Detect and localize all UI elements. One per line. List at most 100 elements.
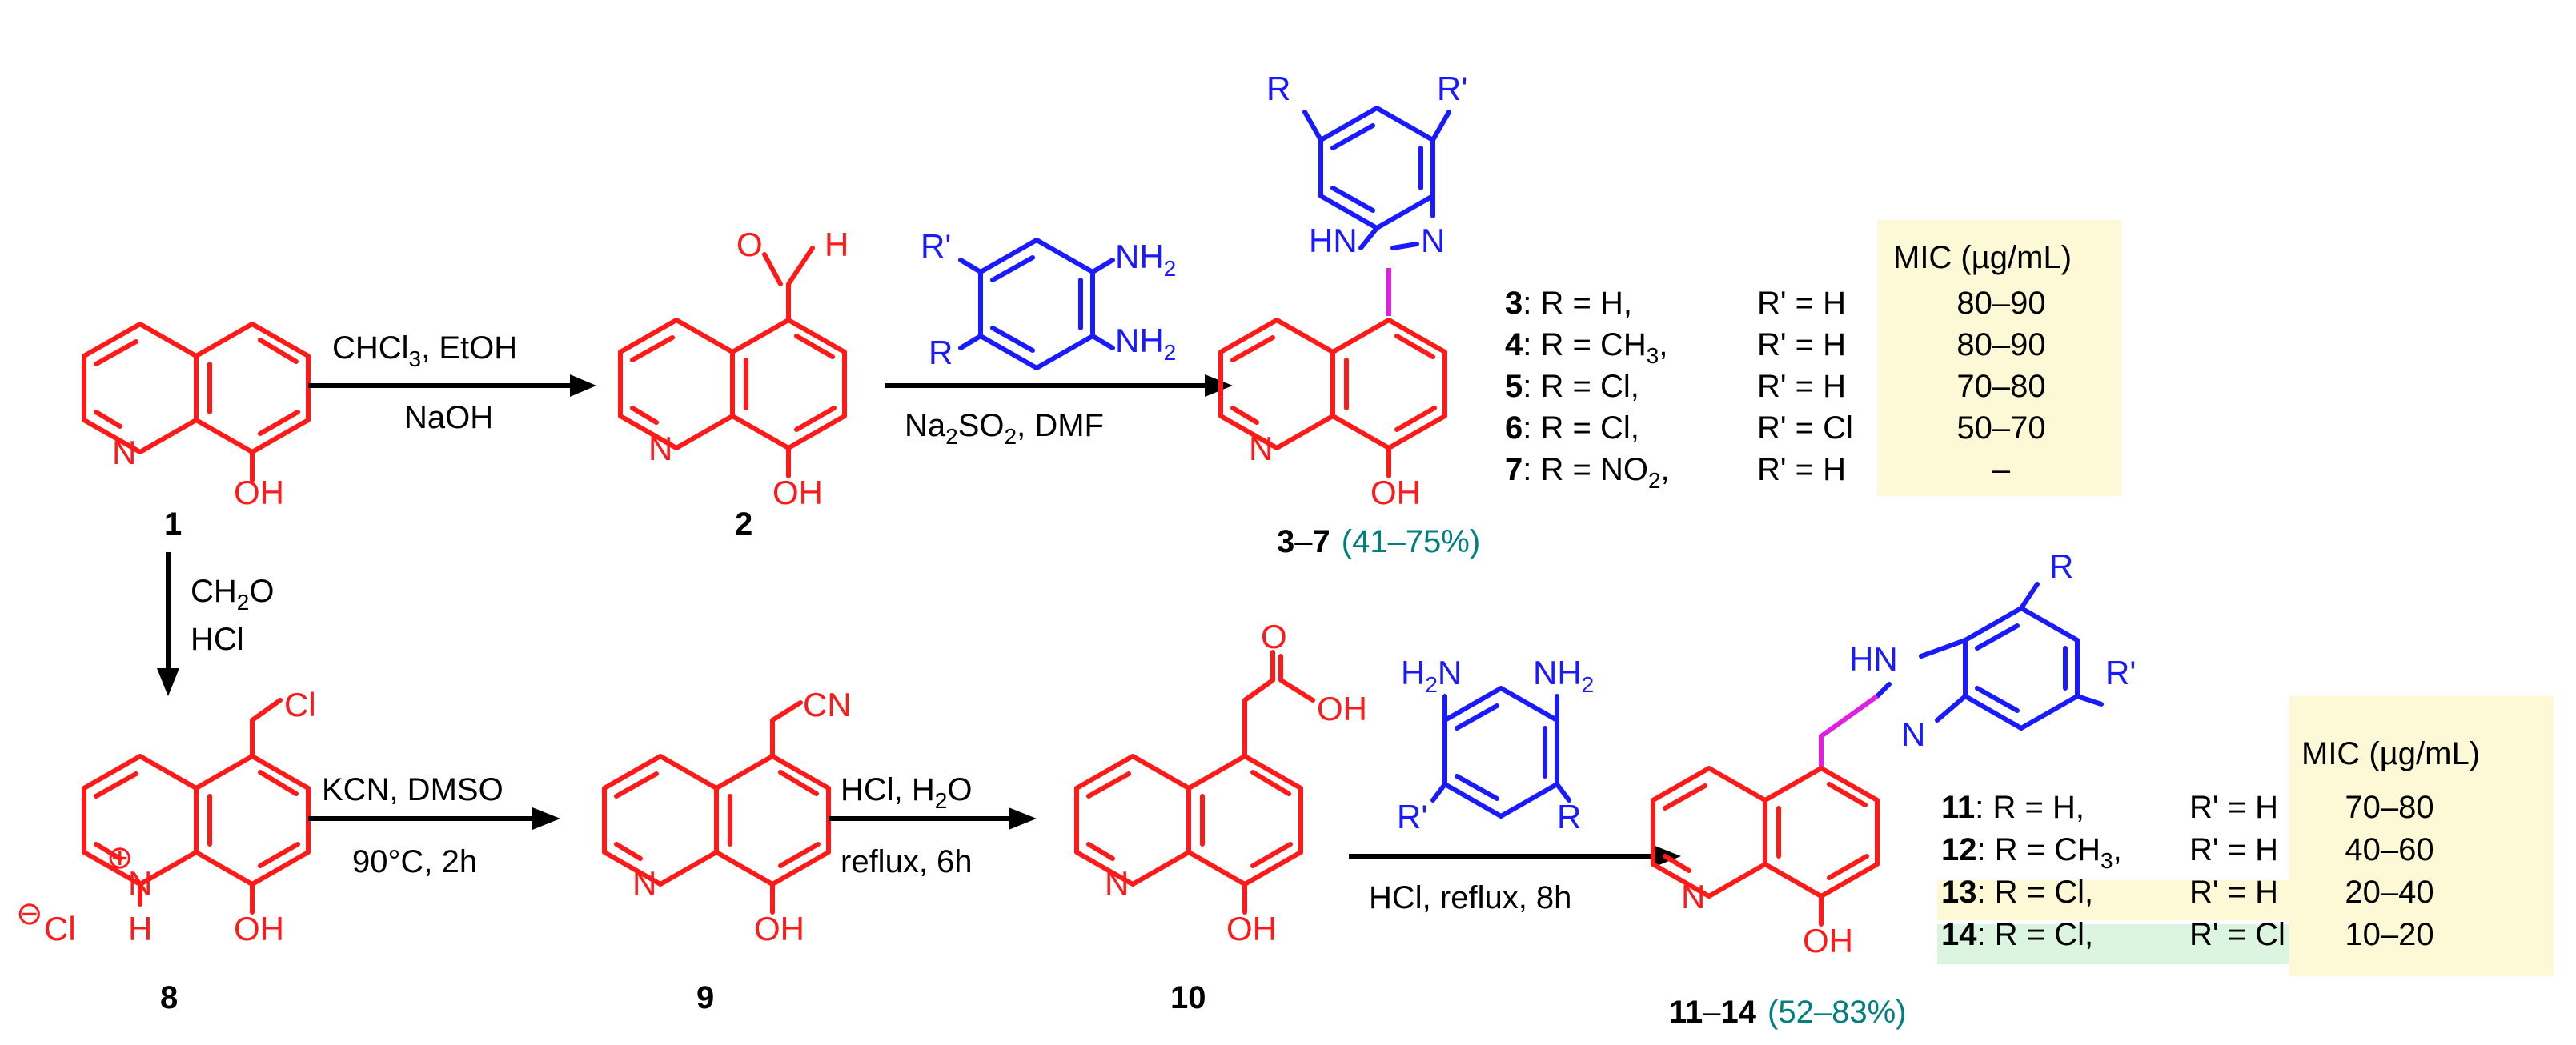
reaction-arrow-5 <box>829 807 1037 830</box>
compound-8-label: 8 <box>160 980 178 1015</box>
aldehyde-oxygen: O <box>736 226 763 263</box>
reagent-ch2o: CH2O <box>191 574 274 615</box>
hydroxyl-label: OH <box>1803 922 1853 959</box>
r-label: R <box>929 334 953 371</box>
compound-1-label: 1 <box>164 506 182 542</box>
nitrogen-label: N <box>1249 430 1273 467</box>
table-row-substituent: 5: R = Cl, <box>1505 369 1639 404</box>
table-row-substituent: 6: R = Cl, <box>1505 410 1639 446</box>
r-prime-label: R' <box>1437 70 1467 107</box>
table-row-mic: 50–70 <box>1956 410 2045 446</box>
reaction-arrow-6 <box>1349 845 1681 867</box>
amine-label: NH2 <box>1115 322 1176 365</box>
table-row-r-prime: R' = Cl <box>1757 410 1853 446</box>
carbonyl-oxygen: O <box>1261 618 1287 655</box>
table-row-substituent: 13: R = Cl, <box>1941 875 2093 910</box>
imidazole-n: N <box>1901 715 1925 753</box>
carboxyl-oh: OH <box>1317 690 1367 727</box>
mic-header: MIC (µg/mL) <box>1893 240 2072 275</box>
reaction-arrow-1 <box>308 374 596 397</box>
table-row-substituent: 12: R = CH3, <box>1941 832 2122 873</box>
table-row-mic: 20–40 <box>2345 875 2434 910</box>
imidazole-n: N <box>1421 222 1445 259</box>
mic-header: MIC (µg/mL) <box>2301 736 2480 771</box>
hydroxyl-label: OH <box>754 910 804 947</box>
nitrile-label: CN <box>803 686 852 723</box>
table-row-mic: 80–90 <box>1956 286 2045 321</box>
imidazole-nh: HN <box>1849 640 1898 678</box>
nitrogen-label: N <box>632 864 656 902</box>
compound-9-label: 9 <box>696 980 714 1015</box>
mic-table-1: MIC (µg/mL) <box>1877 220 2121 496</box>
pyridinium-n: N <box>128 864 152 902</box>
compound-3-7-label: 3–7(41–75%) <box>1277 524 1480 559</box>
r-label: R <box>1557 798 1581 835</box>
hydroxyl-label: OH <box>234 910 284 947</box>
table-row-mic: – <box>1992 452 2011 487</box>
amine-label: NH2 <box>1115 238 1176 281</box>
table-row-r-prime: R' = H <box>1757 452 1846 487</box>
reagent-na2so2-dmf: Na2SO2, DMF <box>905 408 1104 449</box>
table-row-substituent: 3: R = H, <box>1505 286 1632 321</box>
diamine-reagent-1: R' R NH2 NH2 <box>921 227 1176 371</box>
compound-2-label: 2 <box>735 506 752 542</box>
table-row-r-prime: R' = H <box>2189 875 2278 910</box>
r-prime-label: R' <box>1397 798 1427 835</box>
reaction-arrow-2 <box>885 374 1233 397</box>
compound-2-structure: O H N OH <box>618 226 849 511</box>
table-row-substituent: 7: R = NO2, <box>1505 452 1670 493</box>
reagent-hcl: HCl <box>191 622 244 657</box>
compound-3-7-structure: R R' HN N N OH <box>1218 70 1467 511</box>
hydroxyl-label: OH <box>234 474 284 511</box>
condition-hcl-reflux-8h: HCl, reflux, 8h <box>1369 880 1571 915</box>
table-row-mic: 70–80 <box>1956 369 2045 404</box>
compound-9-structure: CN N OH <box>602 686 852 947</box>
aldehyde-hydrogen: H <box>825 226 849 263</box>
reagent-chcl3-etoh: CHCl3, EtOH <box>332 330 517 371</box>
amine-label: H2N <box>1401 654 1462 697</box>
compound-10-structure: O OH N OH <box>1074 618 1367 947</box>
reaction-arrow-3 <box>157 552 179 696</box>
table-row-mic: 70–80 <box>2345 790 2434 825</box>
chlorine-label: Cl <box>284 686 316 723</box>
table-row-substituent: 11: R = H, <box>1941 790 2084 825</box>
table-row-mic: 80–90 <box>1956 327 2045 362</box>
nitrogen-label: N <box>1105 864 1129 902</box>
compound-11-14-label: 11–14(52–83%) <box>1669 995 1906 1030</box>
pyridinium-h: H <box>128 910 152 947</box>
mic-table-2: MIC (µg/mL) <box>1937 696 2554 976</box>
reagent-hcl-h2o: HCl, H2O <box>841 772 972 813</box>
nitrogen-label: N <box>648 430 672 467</box>
compound-10-label: 10 <box>1170 980 1206 1015</box>
hydroxyl-label: OH <box>1370 474 1421 511</box>
table-row-substituent: 14: R = Cl, <box>1941 917 2093 952</box>
table-row-r-prime: R' = H <box>2189 832 2278 867</box>
r-label: R <box>1266 70 1290 107</box>
nitrogen-label: N <box>112 434 136 471</box>
hydroxyl-label: OH <box>772 474 823 511</box>
diamine-reagent-2: H2N NH2 R' R <box>1397 654 1594 835</box>
reagent-kcn-dmso: KCN, DMSO <box>322 772 504 807</box>
table-row-r-prime: R' = H <box>1757 286 1846 321</box>
table-row-mic: 10–20 <box>2345 917 2434 952</box>
table-row-r-prime: R' = Cl <box>2189 917 2285 952</box>
condition-reflux-6h: reflux, 6h <box>841 844 973 879</box>
table-row-mic: 40–60 <box>2345 832 2434 867</box>
r-prime-label: R' <box>921 227 951 265</box>
hydroxyl-label: OH <box>1226 910 1277 947</box>
compound-11-14-structure: R R' HN N N OH <box>1651 547 2136 959</box>
plus-charge: ⊕ <box>106 840 134 875</box>
condition-90c-2h: 90°C, 2h <box>352 844 477 879</box>
table-row-r-prime: R' = H <box>2189 790 2278 825</box>
nitrogen-label: N <box>1681 878 1705 915</box>
chloride-ion: Cl <box>44 910 76 947</box>
reagent-naoh: NaOH <box>404 400 493 435</box>
reaction-arrow-4 <box>308 807 560 830</box>
minus-charge: ⊖ <box>16 896 43 931</box>
compound-8-structure: Cl N ⊕ H OH ⊖ Cl <box>16 686 316 947</box>
compound-1-structure: N OH <box>82 322 311 511</box>
r-prime-label: R' <box>2105 654 2136 691</box>
r-label: R <box>2049 547 2073 585</box>
mic-table-2-rows: 11: R = H, R' = H 70–80 12: R = CH3, R' = H 4… <box>1941 790 2434 952</box>
